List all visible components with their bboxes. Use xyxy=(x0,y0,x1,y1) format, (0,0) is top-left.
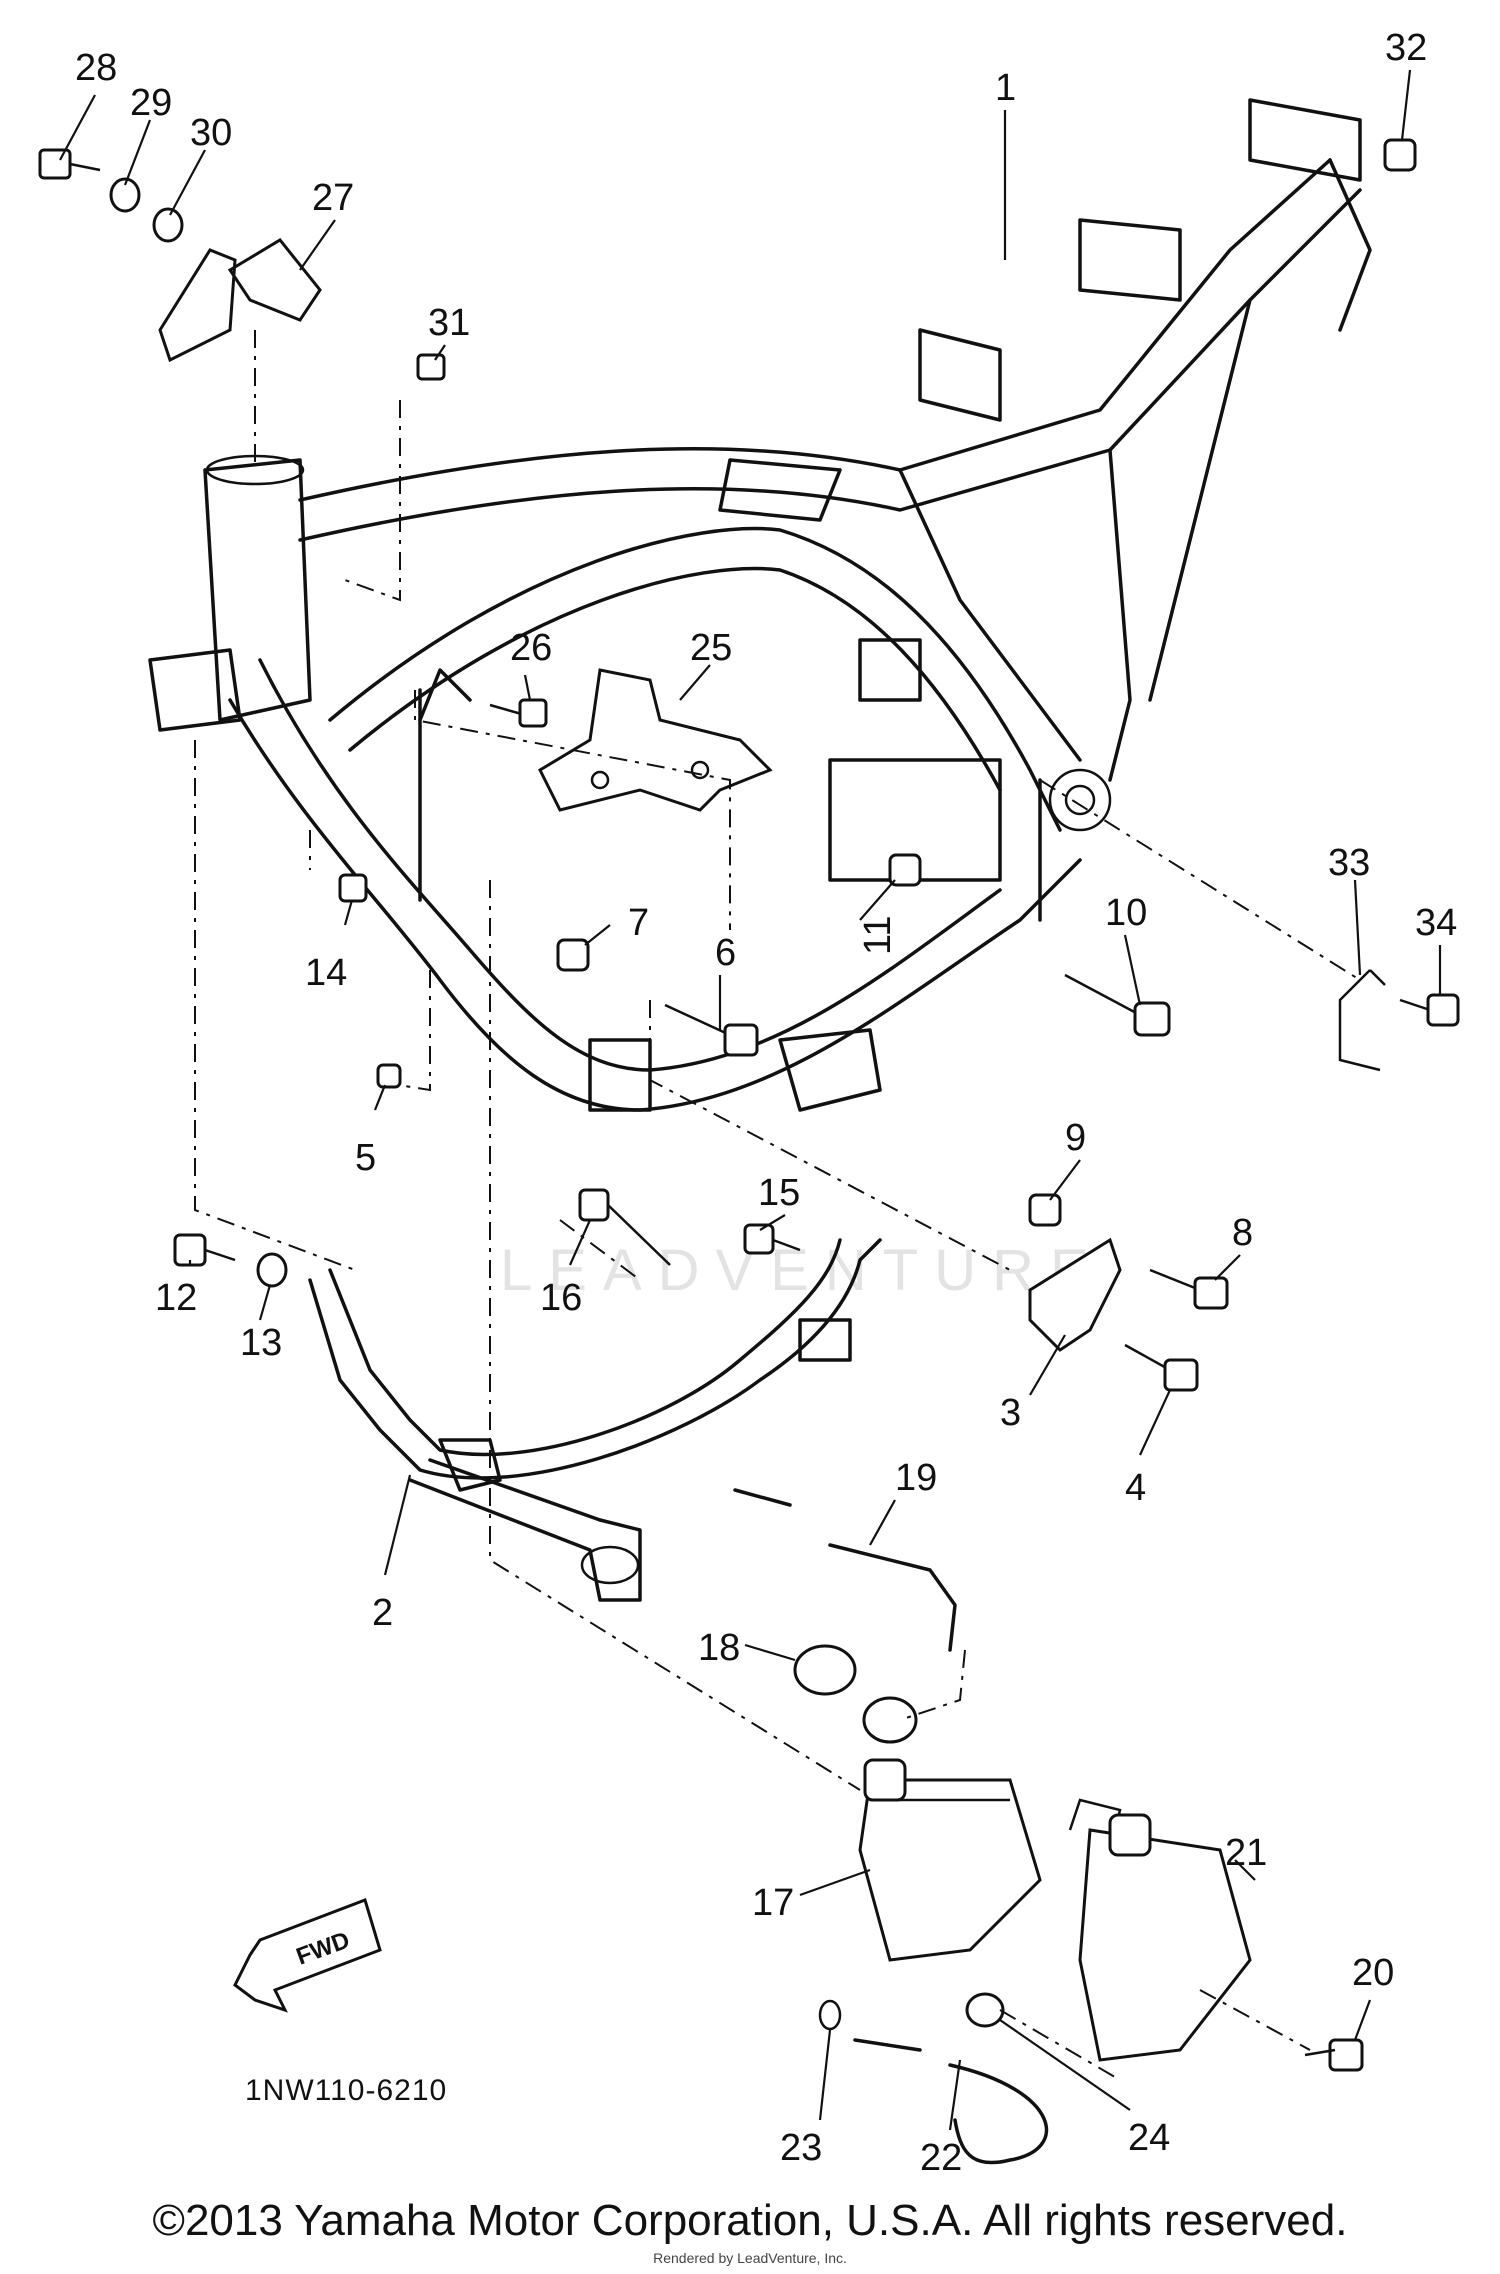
callout-10: 10 xyxy=(1105,892,1147,934)
tank-17 xyxy=(858,1696,1042,1962)
callout-25: 25 xyxy=(690,627,732,669)
front-down-tube xyxy=(308,1238,882,1602)
callout-2: 2 xyxy=(372,1592,393,1634)
cap-18 xyxy=(793,1644,857,1696)
tank-21 xyxy=(1068,1798,1252,2062)
callout-23: 23 xyxy=(780,2127,822,2169)
rendered-by-notice: Rendered by LeadVenture, Inc. xyxy=(653,2250,847,2266)
callout-24: 24 xyxy=(1128,2117,1170,2159)
bracket-33 xyxy=(1338,969,1386,1072)
callout-27: 27 xyxy=(312,177,354,219)
callout-20: 20 xyxy=(1352,1952,1394,1994)
callout-17: 17 xyxy=(752,1882,794,1924)
callout-4: 4 xyxy=(1125,1467,1146,1509)
callout-22: 22 xyxy=(920,2137,962,2179)
bracket-3 xyxy=(1028,1237,1122,1352)
callout-1: 1 xyxy=(995,67,1016,109)
callout-30: 30 xyxy=(190,112,232,154)
callout-15: 15 xyxy=(758,1172,800,1214)
bracket-27 xyxy=(158,238,322,363)
leader-lines xyxy=(59,69,1442,2131)
callout-7: 7 xyxy=(628,902,649,944)
callout-9: 9 xyxy=(1065,1117,1086,1159)
hose-19 xyxy=(828,1543,957,1652)
callout-29: 29 xyxy=(130,82,172,124)
callout-28: 28 xyxy=(75,47,117,89)
callout-14: 14 xyxy=(305,952,347,994)
diagram-code: 1NW110-6210 xyxy=(245,2074,447,2107)
fwd-arrow-icon: FWD xyxy=(233,1898,382,2013)
hose-22 xyxy=(853,2038,1049,2165)
callout-19: 19 xyxy=(895,1457,937,1499)
callout-8: 8 xyxy=(1232,1212,1253,1254)
watermark: LEADVENTURE xyxy=(500,1238,1105,1303)
callout-31: 31 xyxy=(428,302,470,344)
callout-16: 16 xyxy=(540,1277,582,1319)
reference-lines xyxy=(194,330,1361,2081)
callout-13: 13 xyxy=(240,1322,282,1364)
callout-34: 34 xyxy=(1415,902,1457,944)
callout-3: 3 xyxy=(1000,1392,1021,1434)
callout-32: 32 xyxy=(1385,27,1427,69)
callout-26: 26 xyxy=(510,627,552,669)
clip-23 xyxy=(818,1999,842,2031)
callout-6: 6 xyxy=(715,932,736,974)
callout-5: 5 xyxy=(355,1137,376,1179)
callout-18: 18 xyxy=(698,1627,740,1669)
callout-12: 12 xyxy=(155,1277,197,1319)
hardware-group xyxy=(38,138,1460,2072)
main-frame xyxy=(148,98,1372,1112)
clamp-24 xyxy=(965,1992,1005,2028)
copyright-notice: ©2013 Yamaha Motor Corporation, U.S.A. A… xyxy=(152,2196,1348,2245)
callout-33: 33 xyxy=(1328,842,1370,884)
engine-mount xyxy=(538,668,773,812)
callout-11: 11 xyxy=(857,916,899,955)
callout-21: 21 xyxy=(1225,1832,1267,1874)
callouts: 1 2 3 4 5 6 7 8 9 10 11 12 13 14 15 16 1… xyxy=(75,27,1457,2179)
